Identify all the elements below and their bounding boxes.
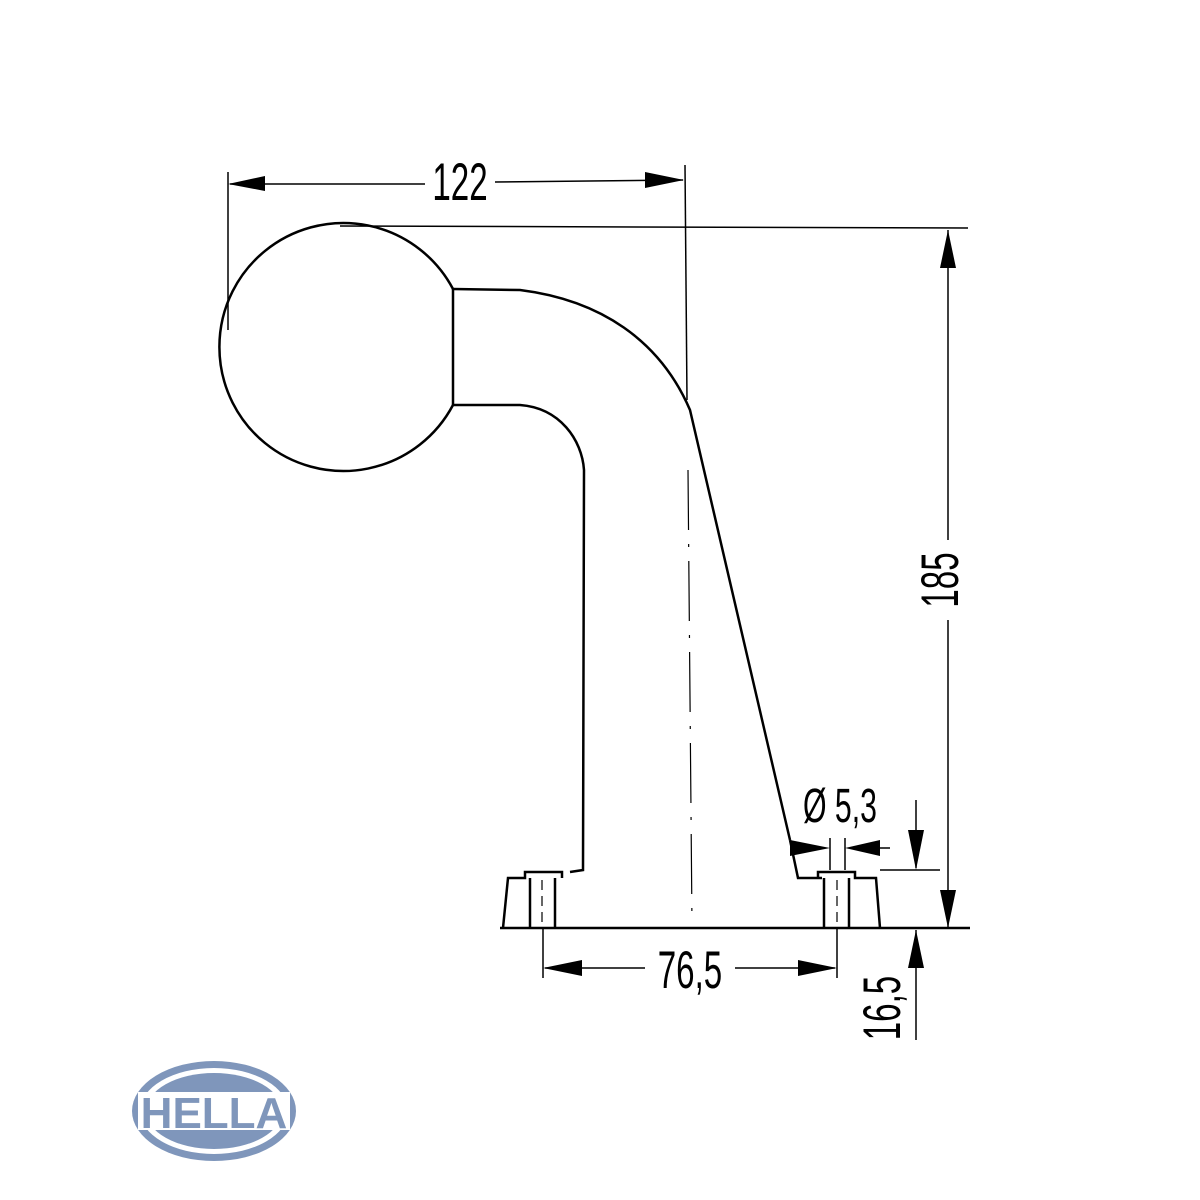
dimension-label-height: 185	[911, 552, 970, 607]
dimension-hole-spacing: 76,5	[542, 928, 838, 1000]
dimension-label-foot-height: 16,5	[853, 976, 912, 1040]
right-mounting-foot	[816, 870, 882, 929]
top-reference-line	[339, 225, 969, 229]
arrowhead-right-icon	[798, 960, 837, 976]
center-line	[687, 469, 693, 926]
stalk-inner-edge	[453, 403, 586, 874]
arrowhead-left-icon	[228, 176, 265, 191]
arrowhead-left-icon	[543, 960, 582, 976]
dimension-label-hole-diameter: Ø 5,3	[803, 779, 877, 833]
lamp-outline	[218, 221, 822, 880]
arrowhead-up-icon	[940, 230, 956, 268]
stalk-outer-edge	[452, 287, 792, 841]
dimension-foot-height: 16,5	[853, 800, 924, 1040]
dimension-width: 122	[227, 153, 688, 401]
dimension-hole-diameter: Ø 5,3	[790, 779, 890, 870]
left-mounting-foot	[501, 870, 564, 929]
arrowhead-down-icon	[940, 890, 956, 928]
hella-logo: HELLA	[132, 1061, 296, 1161]
dimension-height: 185	[911, 230, 970, 928]
arrowhead-up-icon	[908, 930, 924, 968]
dimension-label-width: 122	[432, 153, 487, 212]
logo-text: HELLA	[141, 1089, 288, 1138]
arrowhead-right-icon	[645, 172, 684, 188]
arrowhead-left-icon	[845, 840, 880, 856]
lamp-head	[218, 221, 455, 473]
extension-line-right	[684, 164, 688, 401]
dimension-label-hole-spacing: 76,5	[658, 941, 722, 1000]
arrowhead-down-icon	[908, 830, 924, 870]
arrowhead-right-icon	[790, 840, 830, 856]
